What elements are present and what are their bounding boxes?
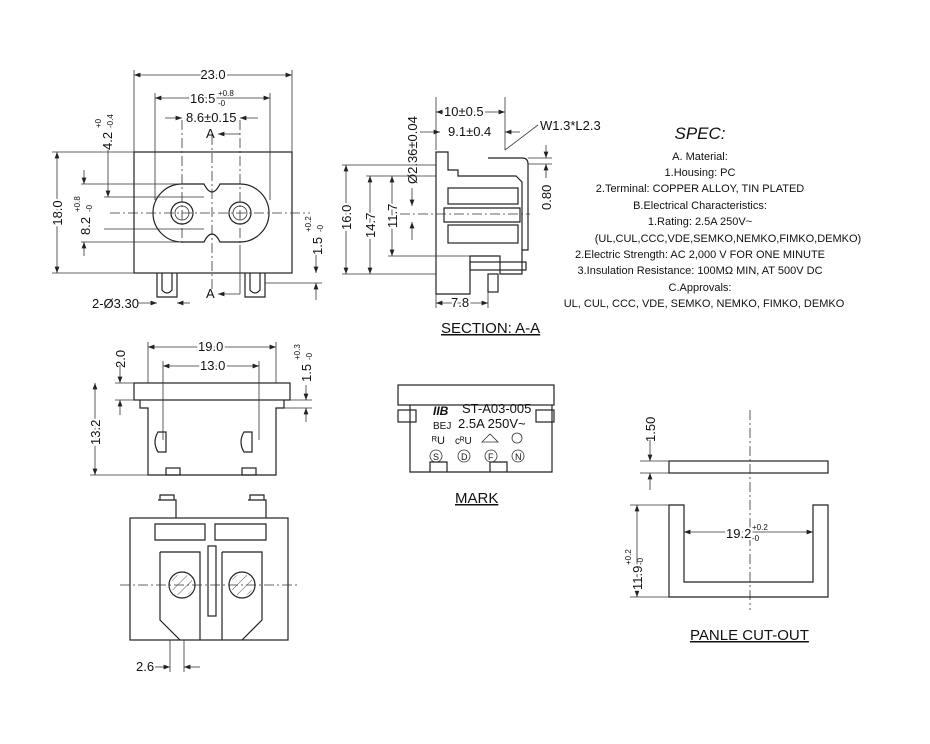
tol-plus: +0 — [94, 118, 103, 128]
dim-11-7: 11.7 — [385, 204, 400, 228]
panel-section — [668, 460, 829, 474]
dim-depth: 10±0.5 — [444, 104, 484, 119]
spec-line: 2.Terminal: COPPER ALLOY, TIN PLATED — [596, 183, 805, 195]
dim-height: 13.2 — [88, 420, 103, 445]
svg-text:N: N — [515, 452, 522, 462]
dim-0-80: 0.80 — [539, 185, 554, 210]
nemko-mark-icon: N — [511, 449, 525, 463]
top-view: 19.0 13.0 2.0 13.2 1.5 +0.3 -0 — [86, 337, 314, 476]
brand-name: BEJ — [433, 421, 451, 432]
dim-pin-span: 16.5 — [190, 91, 215, 106]
section-mark-bottom: A — [206, 286, 215, 301]
tol-minus: -0 — [218, 99, 226, 108]
cutout-outline — [668, 504, 829, 598]
dim-width: 19.0 — [198, 339, 223, 354]
tol-minus: -0.4 — [106, 114, 115, 128]
dim-inner-depth: 9.1±0.4 — [448, 124, 491, 139]
dim-hole-pitch: 8.6±0.15 — [186, 110, 237, 125]
svg-text:S: S — [433, 452, 439, 462]
spec-line: UL, CUL, CCC, VDE, SEMKO, NEMKO, FIMKO, … — [564, 298, 845, 310]
tol-minus: -0 — [305, 352, 314, 360]
pins — [156, 273, 266, 298]
spec-line: A. Material: — [672, 151, 728, 163]
section-view: 10±0.5 9.1±0.4 Ø2.36±0.04 W1.3*L2.3 0.80… — [337, 97, 601, 337]
tol-plus: +0.2 — [752, 523, 768, 532]
spec-block: SPEC: A. Material: 1.Housing: PC 2.Termi… — [564, 124, 862, 310]
rating: 2.5A 250V~ — [458, 416, 526, 431]
section-title: SECTION: A-A — [441, 320, 540, 337]
tol-plus: +0.3 — [293, 344, 302, 360]
dim-pitch: 2.6 — [136, 659, 154, 674]
dim-width: 23.0 — [200, 67, 225, 82]
terminal-pin — [443, 207, 521, 223]
ul-mark-icon: ᴿU — [432, 435, 445, 447]
spec-line: C.Approvals: — [669, 282, 732, 294]
dim-pin-diameter: Ø2.36±0.04 — [405, 116, 420, 184]
dim-hole-diameter: 2-Ø3.30 — [92, 296, 139, 311]
dim-7-8: 7.8 — [451, 295, 469, 310]
dim-inner: 13.0 — [200, 358, 225, 373]
dim-14-7: 14.7 — [363, 213, 378, 238]
vde-mark-icon: D — [457, 449, 471, 463]
demko-mark-icon — [511, 432, 523, 444]
cul-mark-icon: cᴿU — [455, 436, 472, 447]
dim-height: 18.0 — [50, 200, 65, 225]
section-housing — [435, 151, 523, 295]
dim-thickness: 1.50 — [643, 417, 658, 442]
dim-1-5: 1.5 — [310, 237, 325, 255]
dim-cutout-width: 19.2 — [726, 526, 751, 541]
model-number: ST-A03-005 — [462, 401, 531, 416]
fimko-mark-icon: F — [484, 449, 498, 463]
spec-line: 3.Insulation Resistance: 100MΩ MIN, AT 5… — [577, 265, 822, 277]
mark-view: IIB ST-A03-005 BEJ 2.5A 250V~ ᴿU cᴿU S D… — [397, 384, 555, 507]
tol-minus: -0 — [316, 224, 325, 232]
tol-minus: -0 — [636, 557, 645, 565]
semko-mark-icon: S — [429, 449, 443, 463]
tol-plus: +0.8 — [218, 89, 234, 98]
tol-minus: -0 — [85, 204, 94, 212]
spec-line: (UL,CUL,CCC,VDE,SEMKO,NEMKO,FIMKO,DEMKO) — [595, 233, 861, 245]
spec-line: 1.Housing: PC — [665, 167, 736, 179]
svg-text:F: F — [488, 452, 494, 462]
housing-outline — [133, 151, 293, 274]
tol-minus: -0 — [752, 534, 760, 543]
spec-line: 1.Rating: 2.5A 250V~ — [648, 216, 752, 228]
brand-logo: IIB — [433, 404, 449, 418]
spec-line: 2.Electric Strength: AC 2,000 V FOR ONE … — [575, 249, 825, 261]
dim-cutout-height: 11.9 — [630, 566, 645, 590]
spec-title: SPEC: — [674, 124, 725, 143]
weld-spec: W1.3*L2.3 — [540, 118, 601, 133]
spec-line: B.Electrical Characteristics: — [633, 200, 767, 212]
dim-16: 16.0 — [339, 205, 354, 230]
dim-1-5: 1.5 — [299, 364, 314, 382]
cutout-title: PANLE CUT-OUT — [690, 627, 809, 644]
front-view: 23.0 16.5 +0.8 -0 8.6±0.15 A A 18.0 4.2 … — [48, 65, 325, 311]
svg-text:D: D — [461, 452, 468, 462]
panel-cutout-view: 1.50 19.2 +0.2 -0 11.9 +0.2 -0 PANLE CUT… — [624, 410, 829, 644]
tol-plus: +0.8 — [73, 196, 82, 212]
tol-plus: +0.2 — [304, 216, 313, 232]
bottom-view: 2.6 — [120, 494, 300, 674]
mark-title: MARK — [455, 490, 498, 507]
ccc-mark-icon — [481, 433, 499, 443]
dim-8-2: 8.2 — [78, 217, 93, 235]
section-mark-top: A — [206, 126, 215, 141]
dim-4-2: 4.2 — [100, 132, 115, 150]
dim-2-0: 2.0 — [113, 350, 128, 368]
tol-plus: +0.2 — [624, 549, 633, 565]
